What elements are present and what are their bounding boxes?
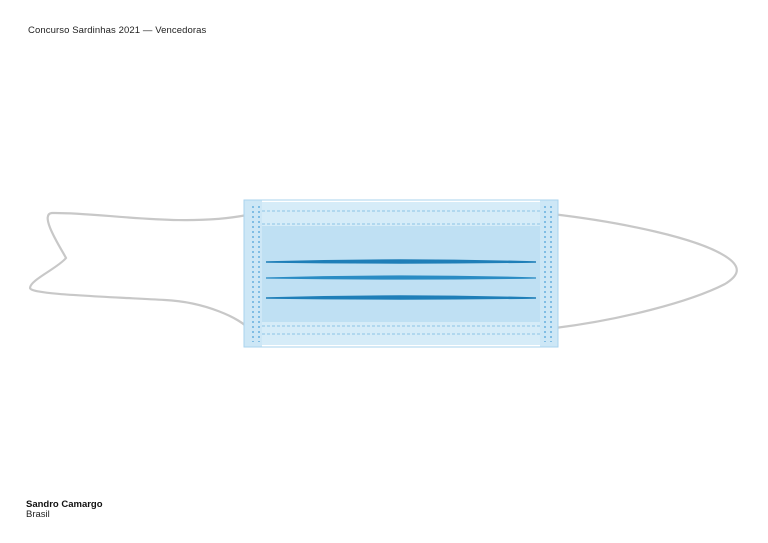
mask-pleat-1 xyxy=(265,259,537,264)
right-ear-loop xyxy=(550,212,738,330)
author-name: Sandro Camargo xyxy=(26,499,103,510)
page-title: Concurso Sardinhas 2021 — Vencedoras xyxy=(28,25,207,36)
mask-top-band xyxy=(248,202,556,226)
author-credit: Sandro Camargo Brasil xyxy=(26,500,103,520)
mask-left-band xyxy=(244,200,262,347)
author-country: Brasil xyxy=(26,509,50,520)
mask-pleat-3 xyxy=(265,295,537,300)
mask-right-band xyxy=(540,200,558,347)
face-mask xyxy=(243,199,559,348)
mask-pleat-2 xyxy=(265,275,537,280)
left-ear-loop xyxy=(28,211,252,332)
